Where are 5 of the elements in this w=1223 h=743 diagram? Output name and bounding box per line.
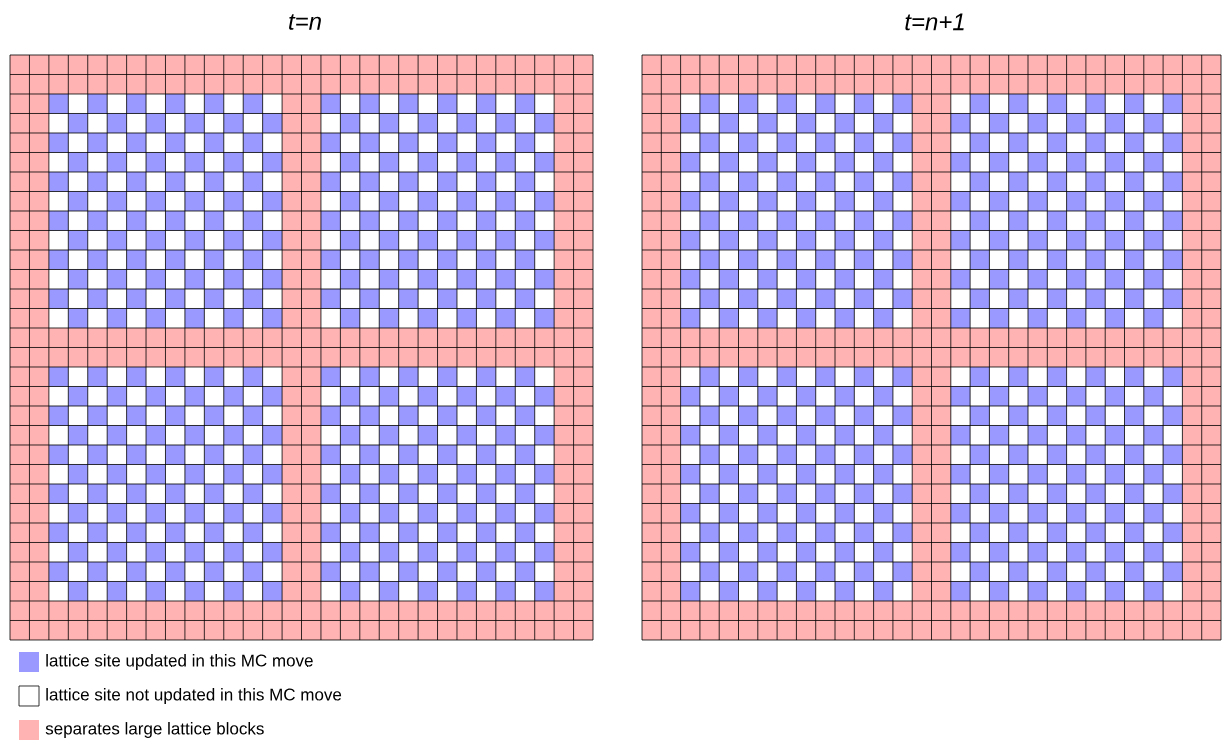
panel-title: t=n bbox=[289, 14, 321, 30]
legend-label: lattice site updated in this MC move bbox=[46, 654, 313, 670]
legend-label: lattice site not updated in this MC move bbox=[46, 688, 342, 704]
panel-title: t=n+1 bbox=[905, 13, 964, 31]
legend-label: separates large lattice blocks bbox=[45, 722, 264, 738]
